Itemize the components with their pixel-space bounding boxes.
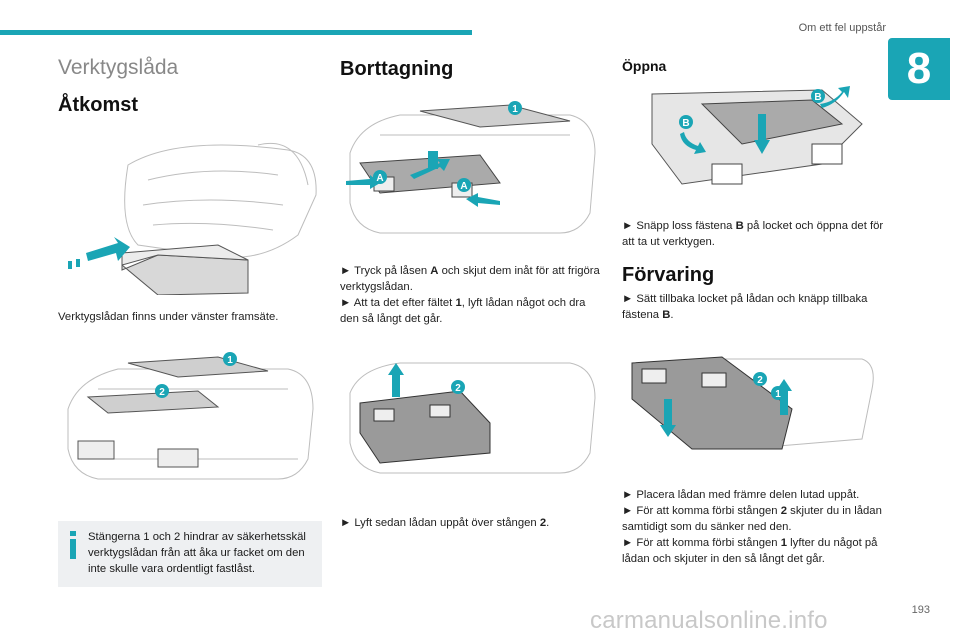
label-A-right: A — [460, 181, 467, 192]
illustration-lift-box: 2 — [340, 353, 602, 483]
info-callout: Stängerna 1 och 2 hindrar av säkerhetssk… — [58, 521, 322, 587]
label-2: 2 — [159, 387, 165, 398]
page-number: 193 — [911, 604, 930, 616]
access-heading: Åtkomst — [58, 94, 139, 116]
header-accent-bar — [0, 30, 472, 35]
removal-step-2: ► Att ta det efter fältet 1, lyft lådan … — [340, 297, 586, 325]
access-text: Verktygslådan finns under vänster framsä… — [58, 311, 279, 323]
column-middle: Borttagning A A 1 ► Tryck på lå — [340, 52, 602, 531]
chapter-title: Om ett fel uppstår — [798, 22, 886, 34]
section-title: Verktygslåda — [58, 56, 179, 79]
label-A-left: A — [376, 173, 383, 184]
label-2: 2 — [757, 375, 763, 386]
label-1: 1 — [227, 355, 233, 366]
place-step-1: ► Placera lådan med främre delen lutad u… — [622, 489, 860, 501]
label-2: 2 — [455, 383, 461, 394]
illustration-rails: 1 2 — [58, 349, 322, 489]
removal-step-3: ► Lyft sedan lådan uppåt över stången 2. — [340, 517, 550, 529]
removal-heading: Borttagning — [340, 58, 454, 80]
illustration-seat-toolbox — [58, 125, 322, 295]
column-right: Öppna B B ► Snäpp loss fästena B på lock… — [622, 52, 884, 567]
place-step-2: ► För att komma förbi stången 2 skjuter … — [622, 505, 882, 533]
storage-text: ► Sätt tillbaka locket på lådan och knäp… — [622, 293, 868, 321]
removal-step-1: ► Tryck på låsen A och skjut dem inåt fö… — [340, 265, 600, 293]
open-text: ► Snäpp loss fästena B på locket och öpp… — [622, 220, 884, 248]
label-1: 1 — [775, 389, 781, 400]
note-text: Stängerna 1 och 2 hindrar av säkerhetssk… — [88, 531, 306, 575]
place-step-3: ► För att komma förbi stången 1 lyfter d… — [622, 537, 878, 565]
watermark: carmanualsonline.info — [590, 607, 828, 634]
label-B-left: B — [682, 118, 689, 129]
illustration-insert-box: 2 1 — [622, 349, 884, 459]
storage-heading: Förvaring — [622, 264, 715, 286]
open-heading: Öppna — [622, 58, 667, 74]
column-left: Verktygslåda Åtkomst Verktygslådan finns… — [58, 52, 322, 587]
illustration-clips-B: B B — [622, 84, 884, 202]
label-1: 1 — [512, 104, 518, 115]
label-B-right: B — [814, 92, 821, 103]
chapter-number-tab: 8 — [888, 38, 950, 100]
info-icon — [70, 531, 76, 559]
illustration-locks-A: A A 1 — [340, 93, 602, 243]
